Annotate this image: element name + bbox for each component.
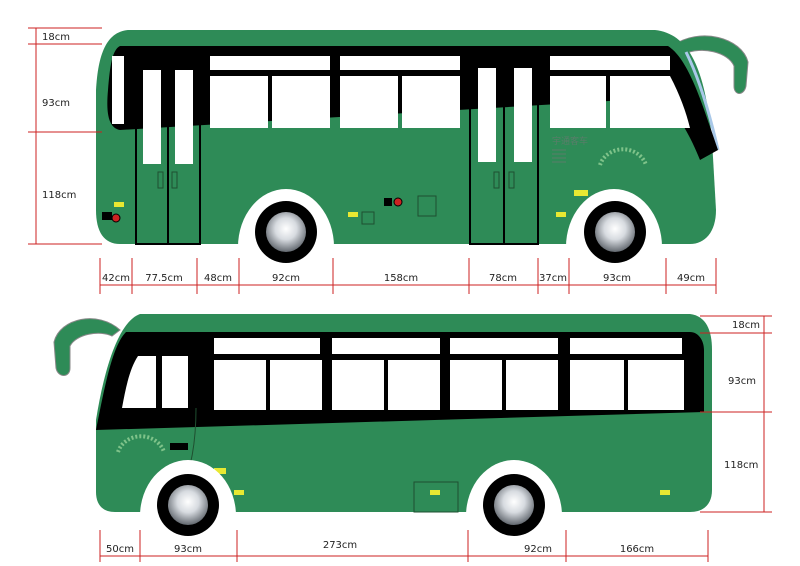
luggage-hatch: [413, 481, 459, 513]
top-height-label: 93cm: [42, 98, 70, 109]
marker-lamp: [214, 468, 226, 474]
top-length-label: 158cm: [384, 273, 418, 284]
top-length-label: 48cm: [204, 273, 232, 284]
marker-lamp: [430, 490, 440, 495]
top-height-label: 118cm: [42, 190, 76, 201]
fuel-cap-icon: [111, 213, 121, 223]
bottom-length-label: 92cm: [524, 544, 552, 555]
marker-lamp: [114, 202, 124, 207]
top-length-label: 49cm: [677, 273, 705, 284]
windshield-edge: [684, 51, 720, 151]
top-length-label: 93cm: [603, 273, 631, 284]
bottom-height-label: 18cm: [732, 320, 760, 331]
side-lamp: [384, 198, 392, 206]
marker-lamp: [556, 212, 566, 217]
side-windows: [112, 56, 690, 164]
marker-lamp: [574, 190, 588, 196]
top-length-label: 78cm: [489, 273, 517, 284]
bus-right-side-view: 宇通客车: [96, 30, 749, 263]
top-length-label: 42cm: [102, 273, 130, 284]
bottom-length-label: 273cm: [323, 540, 357, 551]
bottom-length-label: 50cm: [106, 544, 134, 555]
fuel-cap-icon: [393, 197, 403, 207]
top-length-label: 77.5cm: [145, 273, 183, 284]
top-height-label: 18cm: [42, 32, 70, 43]
service-hatch: [361, 211, 375, 225]
marker-lamp: [660, 490, 670, 495]
bottom-height-dimensions: [700, 315, 772, 513]
service-hatch: [417, 195, 437, 217]
side-lamp: [170, 443, 188, 450]
brand-stripes: [552, 149, 566, 163]
bottom-height-label: 93cm: [728, 376, 756, 387]
bottom-length-label: 166cm: [620, 544, 654, 555]
rear-wheel-hub: [595, 212, 635, 252]
rear-view-mirror: [671, 35, 749, 94]
top-length-label: 92cm: [272, 273, 300, 284]
rear-view-mirror: [53, 318, 121, 376]
doors: [135, 63, 539, 245]
bottom-height-label: 118cm: [724, 460, 758, 471]
top-length-dimensions: [99, 258, 717, 294]
top-height-dimensions: [28, 27, 102, 245]
brand-logo-text: 宇通客车: [552, 135, 588, 147]
bottom-length-label: 93cm: [174, 544, 202, 555]
marker-lamp: [348, 212, 358, 217]
emblem-arc: [598, 147, 648, 166]
side-lamp: [102, 212, 112, 220]
side-windows: [122, 338, 684, 410]
rear-wheel-hub: [494, 485, 534, 525]
marker-lamp: [234, 490, 244, 495]
bottom-length-dimensions: [99, 530, 709, 562]
front-wheel-hub: [266, 212, 306, 252]
front-wheel-hub: [168, 485, 208, 525]
door-handles: [157, 171, 515, 189]
emblem-arc: [116, 434, 166, 453]
top-length-label: 37cm: [539, 273, 567, 284]
bus-left-side-view: [53, 314, 712, 536]
